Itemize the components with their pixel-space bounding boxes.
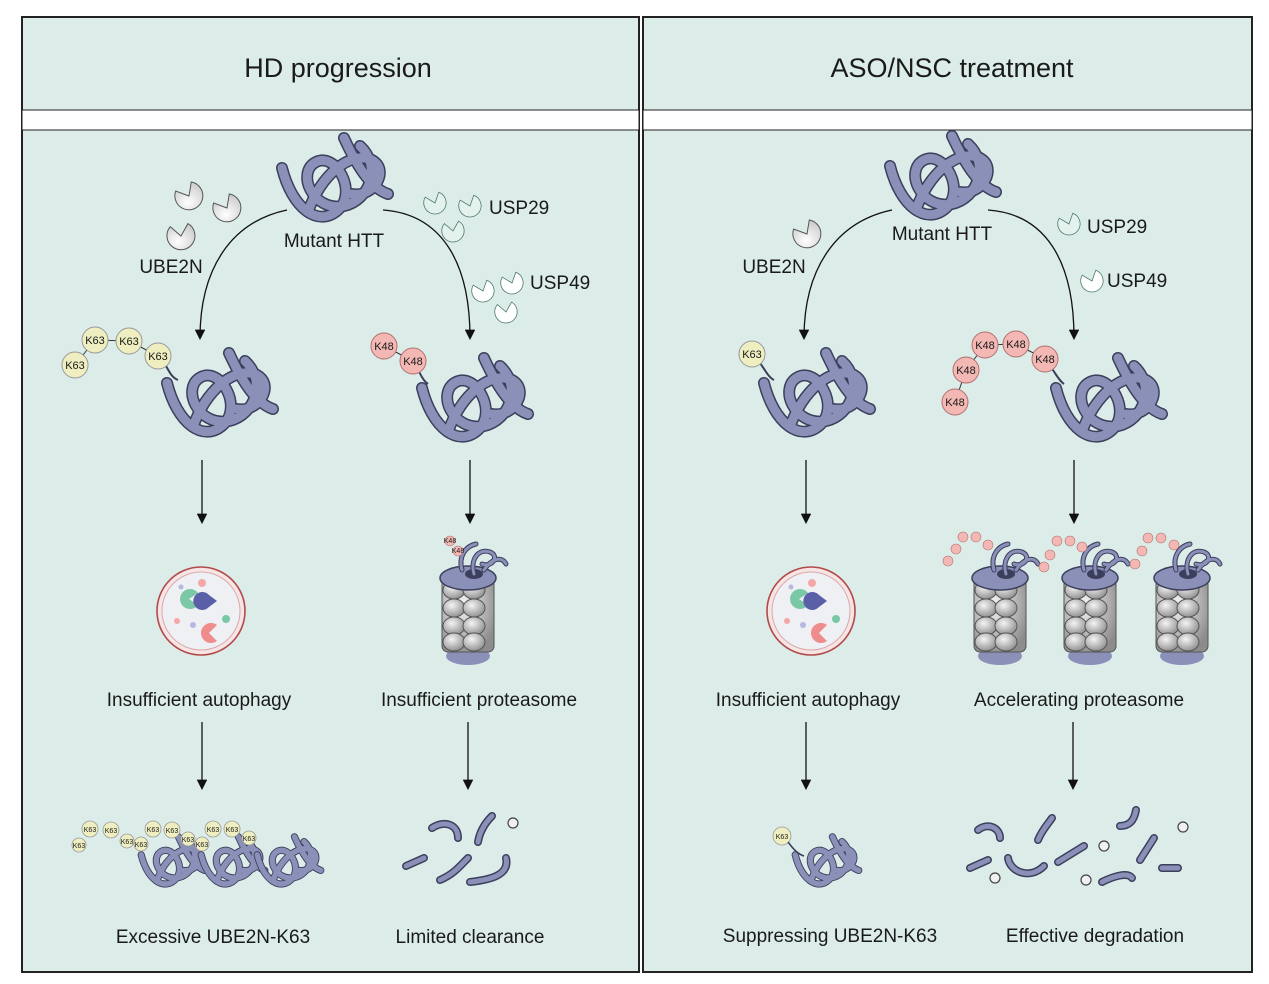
- k63-tag: K63: [65, 360, 85, 372]
- ube2n-label: UBE2N: [742, 257, 805, 278]
- k63-tag: K63: [147, 827, 160, 834]
- left-autophagy-caption: Insufficient autophagy: [107, 690, 292, 711]
- k63-tag: K63: [135, 842, 148, 849]
- k48-tag: K48: [374, 341, 394, 353]
- right-panel-title: ASO/NSC treatment: [830, 53, 1074, 83]
- left-clearance-outcome: Limited clearance: [396, 927, 545, 948]
- k63-tag: K63: [742, 349, 762, 361]
- right-panel: ASO/NSC treatment Mutant HTT UBE2N USP29…: [642, 16, 1253, 973]
- k48-tag: K48: [1006, 339, 1026, 351]
- proteasome-group: [942, 531, 1220, 665]
- usp49-label: USP49: [530, 273, 590, 294]
- left-panel: HD progression Mutant HTT UBE2N USP29 US…: [21, 16, 640, 973]
- k48-chain: K48 K48 K48 K48 K48: [941, 330, 1065, 416]
- autophagosome-icon: [766, 566, 856, 656]
- k48-tag: K48: [975, 340, 995, 352]
- k63-aggregate-group: K63 K63 K63 K63 K63 K63 K63 K63 K63 K63 …: [71, 820, 321, 884]
- k63-chain: K63: [738, 340, 775, 381]
- protein-fragments: [966, 806, 1189, 886]
- usp29-label: USP29: [489, 198, 549, 219]
- k63-tag: K63: [119, 336, 139, 348]
- usp49-label: USP49: [1107, 271, 1167, 292]
- mutant-htt-label: Mutant HTT: [284, 231, 385, 252]
- left-proteasome-caption: Insufficient proteasome: [381, 690, 577, 711]
- right-proteasome-caption: Accelerating proteasome: [974, 690, 1184, 711]
- k63-tag: K63: [121, 839, 134, 846]
- right-k63-outcome: Suppressing UBE2N-K63: [723, 926, 937, 947]
- ube2n-label: UBE2N: [139, 257, 202, 278]
- k63-tag: K63: [148, 351, 168, 363]
- left-panel-title: HD progression: [244, 53, 432, 83]
- k48-tag: K48: [956, 365, 976, 377]
- left-panel-divider: [21, 109, 640, 131]
- right-autophagy-caption: Insufficient autophagy: [716, 690, 901, 711]
- protein-fragments: [402, 812, 519, 886]
- k63-residual-group: K63: [772, 826, 859, 884]
- left-k63-outcome: Excessive UBE2N-K63: [116, 927, 310, 948]
- k48-tag: K48: [945, 397, 965, 409]
- k63-tag: K63: [73, 843, 86, 850]
- k48-chain: K48 K48: [370, 332, 429, 385]
- k63-tag: K63: [207, 827, 220, 834]
- proteasome-group: K48 K48: [440, 535, 506, 665]
- k63-tag: K63: [226, 827, 239, 834]
- k63-tag: K63: [243, 836, 256, 843]
- arrow-to-k63: [798, 209, 893, 341]
- usp29-label: USP29: [1087, 217, 1147, 238]
- right-degradation-outcome: Effective degradation: [1006, 926, 1184, 947]
- k48-tag: K48: [444, 538, 457, 545]
- autophagosome-icon: [156, 566, 246, 656]
- right-panel-divider: [642, 109, 1253, 131]
- k48-tag: K48: [452, 548, 465, 555]
- k63-tag: K63: [196, 842, 209, 849]
- k63-tag: K63: [166, 828, 179, 835]
- k63-tag: K63: [84, 827, 97, 834]
- k63-tag: K63: [776, 834, 789, 841]
- k48-tag: K48: [403, 356, 423, 368]
- k63-tag: K63: [85, 335, 105, 347]
- k63-tag: K63: [182, 837, 195, 844]
- arrow-to-k48: [987, 209, 1080, 341]
- mutant-htt-label: Mutant HTT: [892, 224, 993, 245]
- k48-tag: K48: [1035, 354, 1055, 366]
- arrow-to-k48: [382, 209, 476, 341]
- arrow-to-k63: [194, 209, 288, 341]
- k63-tag: K63: [105, 828, 118, 835]
- k63-chain: K63 K63 K63 K63: [61, 326, 179, 381]
